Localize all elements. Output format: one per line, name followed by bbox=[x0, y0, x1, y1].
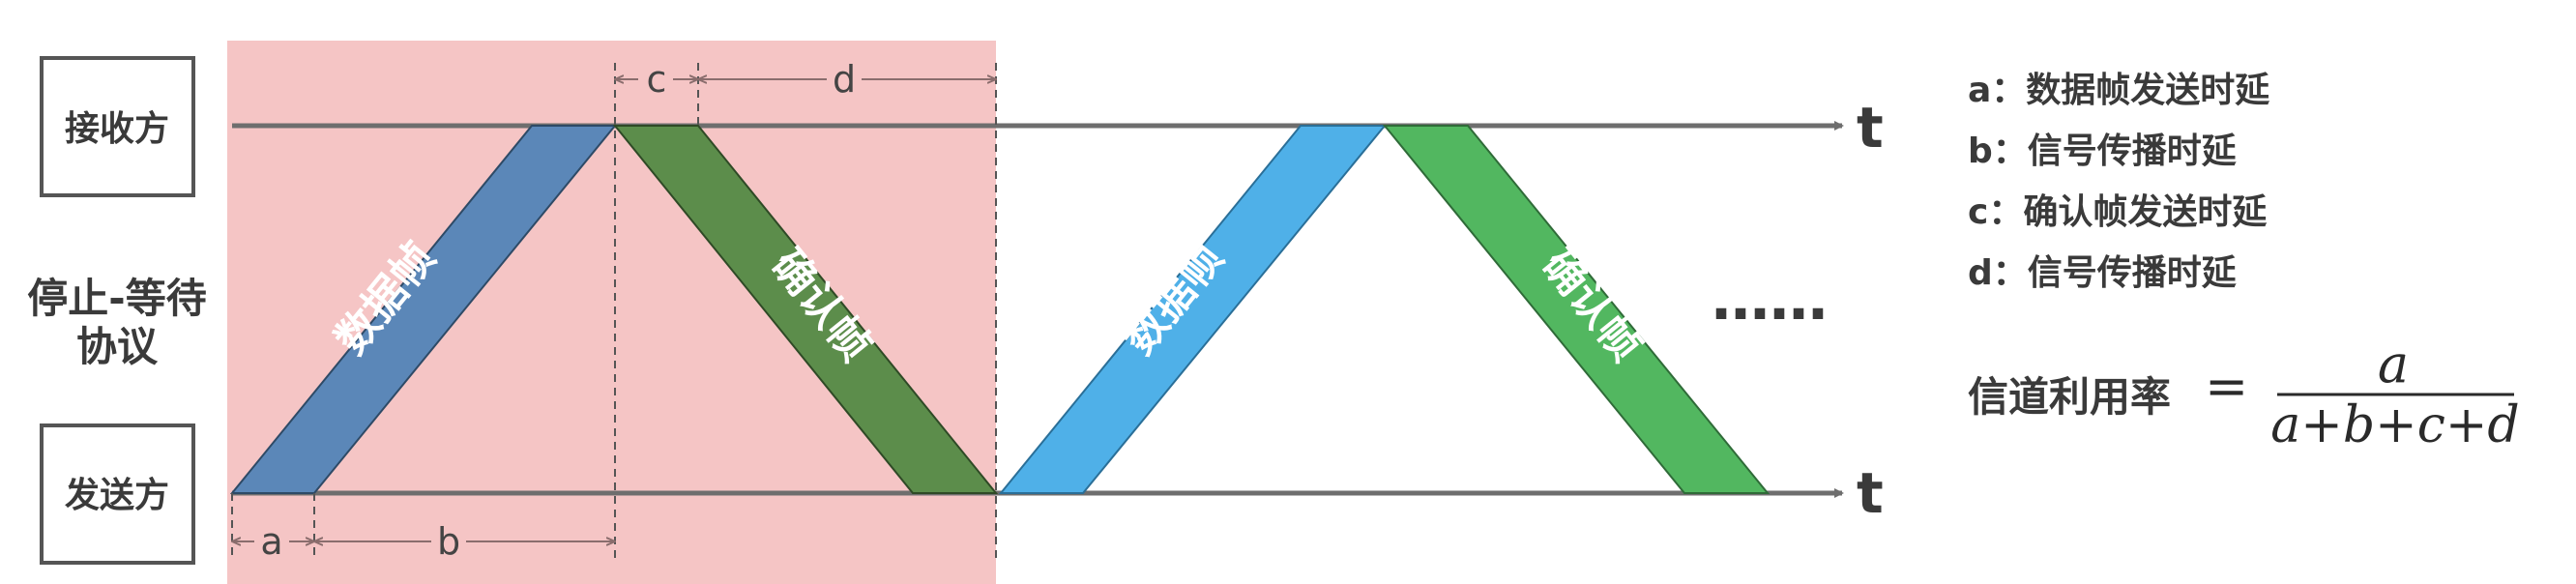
legend-item-a: a：数据帧发送时延 bbox=[1968, 71, 2269, 110]
dimension-label-c: c bbox=[647, 58, 667, 101]
formula-numerator: a bbox=[2378, 334, 2409, 394]
sender-axis-t-label: t bbox=[1857, 460, 1884, 526]
continuation-ellipsis: …… bbox=[1712, 266, 1828, 334]
dimension-label-d: d bbox=[833, 58, 856, 101]
ack-frame-band-1 bbox=[612, 125, 999, 494]
formula-denominator: a+b+c+d bbox=[2270, 396, 2519, 454]
label-bg-c bbox=[638, 58, 673, 99]
sender-box bbox=[40, 423, 195, 565]
channel-utilization-formula: 信道利用率 = a a+b+c+d bbox=[1968, 334, 2520, 454]
dimension-label-a: a bbox=[260, 520, 282, 563]
legend: a：数据帧发送时延 b：信号传播时延 c：确认帧发送时延 d：信号传播时延 bbox=[1968, 71, 2269, 293]
legend-key-c: c： bbox=[1968, 192, 2023, 232]
legend-text-d: 信号传播时延 bbox=[2028, 253, 2237, 293]
legend-text-a: 数据帧发送时延 bbox=[2026, 71, 2269, 110]
legend-item-d: d：信号传播时延 bbox=[1968, 253, 2237, 293]
legend-item-c: c：确认帧发送时延 bbox=[1968, 192, 2267, 232]
protocol-label-line1: 停止-等待 bbox=[27, 275, 206, 322]
ack-frame-band-2 bbox=[1382, 125, 1771, 494]
label-bg-a bbox=[254, 520, 289, 561]
receiver-box bbox=[40, 56, 195, 197]
legend-text-b: 信号传播时延 bbox=[2028, 131, 2237, 171]
label-bg-b bbox=[431, 520, 466, 561]
sender-label: 发送方 bbox=[65, 476, 169, 515]
legend-text-c: 确认帧发送时延 bbox=[2023, 192, 2267, 232]
receiver-label: 接收方 bbox=[65, 109, 169, 149]
legend-key-d: d： bbox=[1968, 253, 2028, 293]
receiver-axis-t-label: t bbox=[1857, 95, 1884, 161]
legend-key-a: a： bbox=[1968, 71, 2026, 110]
protocol-label-line2: 协议 bbox=[76, 323, 159, 370]
legend-key-b: b： bbox=[1968, 131, 2028, 171]
formula-label: 信道利用率 bbox=[1968, 373, 2171, 421]
label-bg-d bbox=[827, 58, 862, 99]
legend-item-b: b：信号传播时延 bbox=[1968, 131, 2237, 171]
dimension-label-b: b bbox=[437, 520, 460, 563]
formula-equals: = bbox=[2205, 356, 2248, 417]
